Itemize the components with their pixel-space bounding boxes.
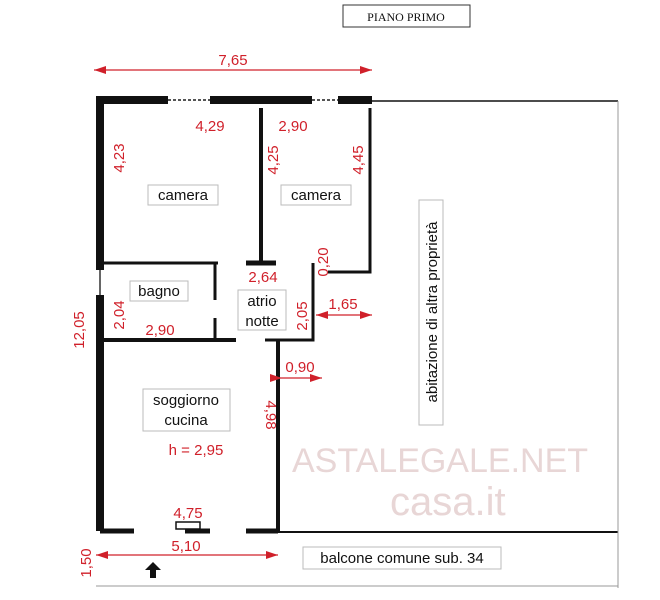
entrance-arrow-icon bbox=[145, 562, 161, 578]
dim-bagno-height: 2,04 bbox=[111, 300, 128, 329]
walls bbox=[96, 96, 619, 588]
dim-atrio-height: 2,05 bbox=[294, 301, 311, 330]
dim-balcony-depth: 1,50 bbox=[78, 548, 95, 577]
neighbor-label: abitazione di altra proprietà bbox=[424, 221, 441, 403]
dim-camera-right-height: 4,45 bbox=[350, 145, 367, 174]
room-bagno: bagno bbox=[138, 283, 180, 300]
room-cucina: cucina bbox=[164, 412, 208, 429]
watermark-line1: ASTALEGALE.NET bbox=[292, 442, 588, 480]
watermark-line2: casa.it bbox=[390, 480, 506, 524]
dim-bagno-width: 2,90 bbox=[145, 322, 174, 339]
title-box bbox=[342, 4, 471, 28]
dim-bottom-width: 5,10 bbox=[171, 538, 200, 555]
dimension-texts: 7,65 4,29 2,90 4,23 4,25 4,45 2,64 0,20 … bbox=[71, 52, 367, 578]
dim-camera-left-height: 4,23 bbox=[111, 143, 128, 172]
room-notte: notte bbox=[245, 313, 278, 330]
dim-total-width: 7,65 bbox=[218, 52, 247, 69]
dim-step-small: 0,90 bbox=[285, 359, 314, 376]
dim-total-height: 12,05 bbox=[71, 311, 88, 349]
dim-wall-offset: 0,20 bbox=[315, 247, 332, 276]
room-atrio: atrio bbox=[247, 293, 276, 310]
dim-step-right: 1,65 bbox=[328, 296, 357, 313]
room-camera-right: camera bbox=[291, 187, 342, 204]
room-soggiorno: soggiorno bbox=[153, 392, 219, 409]
dimension-lines bbox=[94, 66, 372, 559]
dim-camera-right-window: 2,90 bbox=[278, 118, 307, 135]
dim-camera-divider: 4,25 bbox=[265, 145, 282, 174]
dim-soggiorno-height: 4,98 bbox=[262, 400, 279, 429]
balcony-label: balcone comune sub. 34 bbox=[320, 550, 483, 567]
watermark: ASTALEGALE.NET casa.it bbox=[292, 442, 588, 524]
page-title: PIANO PRIMO bbox=[367, 10, 445, 24]
room-height: h = 2,95 bbox=[169, 442, 224, 459]
dim-camera-left-window: 4,29 bbox=[195, 118, 224, 135]
room-camera-left: camera bbox=[158, 187, 209, 204]
dim-atrio-width: 2,64 bbox=[248, 269, 277, 286]
room-labels: camera camera bagno atrio notte soggiorn… bbox=[129, 184, 502, 570]
dim-soggiorno-window: 4,75 bbox=[173, 505, 202, 522]
